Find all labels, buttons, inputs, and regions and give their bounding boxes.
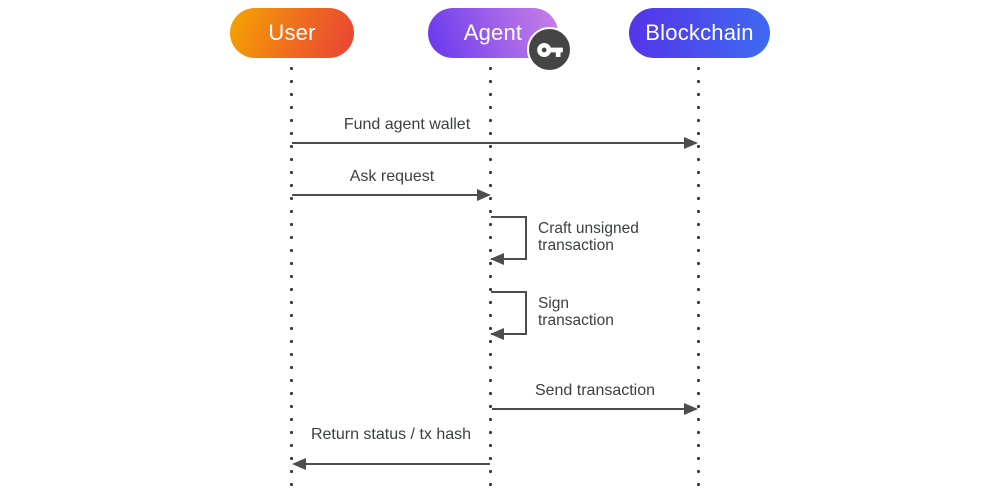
message-label-send-transaction: Send transaction (534, 382, 656, 399)
message-arrow-return-status-tx-hash (304, 463, 490, 465)
actor-pill-user: User (230, 8, 354, 58)
message-arrow-fund-agent-wallet (292, 142, 684, 144)
message-label-return-status-tx-hash: Return status / tx hash (310, 426, 472, 443)
message-label-ask-request: Ask request (349, 168, 435, 185)
key-icon (536, 36, 564, 64)
label-line: Sign (538, 295, 570, 312)
message-label-craft-unsigned-transaction: Craft unsigned transaction (538, 220, 639, 254)
lifeline-agent (489, 62, 492, 492)
actor-label-user: User (268, 20, 316, 45)
label-line: Craft unsigned (538, 220, 639, 237)
message-label-sign-transaction: Sign transaction (538, 295, 614, 329)
actor-label-blockchain: Blockchain (645, 20, 754, 45)
lifeline-user (290, 62, 293, 492)
arrowhead-left-icon (292, 458, 306, 470)
message-label-fund-agent-wallet: Fund agent wallet (343, 116, 471, 133)
agent-key-badge (527, 27, 572, 72)
self-loop-sign-transaction (491, 291, 527, 335)
message-arrow-send-transaction (492, 408, 685, 410)
self-loop-craft-unsigned-transaction (491, 216, 527, 260)
arrowhead-left-icon (490, 328, 504, 340)
arrowhead-right-icon (477, 189, 491, 201)
label-line: transaction (538, 236, 614, 254)
arrowhead-right-icon (684, 403, 698, 415)
actor-pill-blockchain: Blockchain (629, 8, 770, 58)
actor-label-agent: Agent (463, 20, 523, 45)
label-line: transaction (538, 311, 614, 329)
arrowhead-right-icon (684, 137, 698, 149)
arrowhead-left-icon (490, 253, 504, 265)
lifeline-blockchain (697, 62, 700, 492)
message-arrow-ask-request (292, 194, 477, 196)
